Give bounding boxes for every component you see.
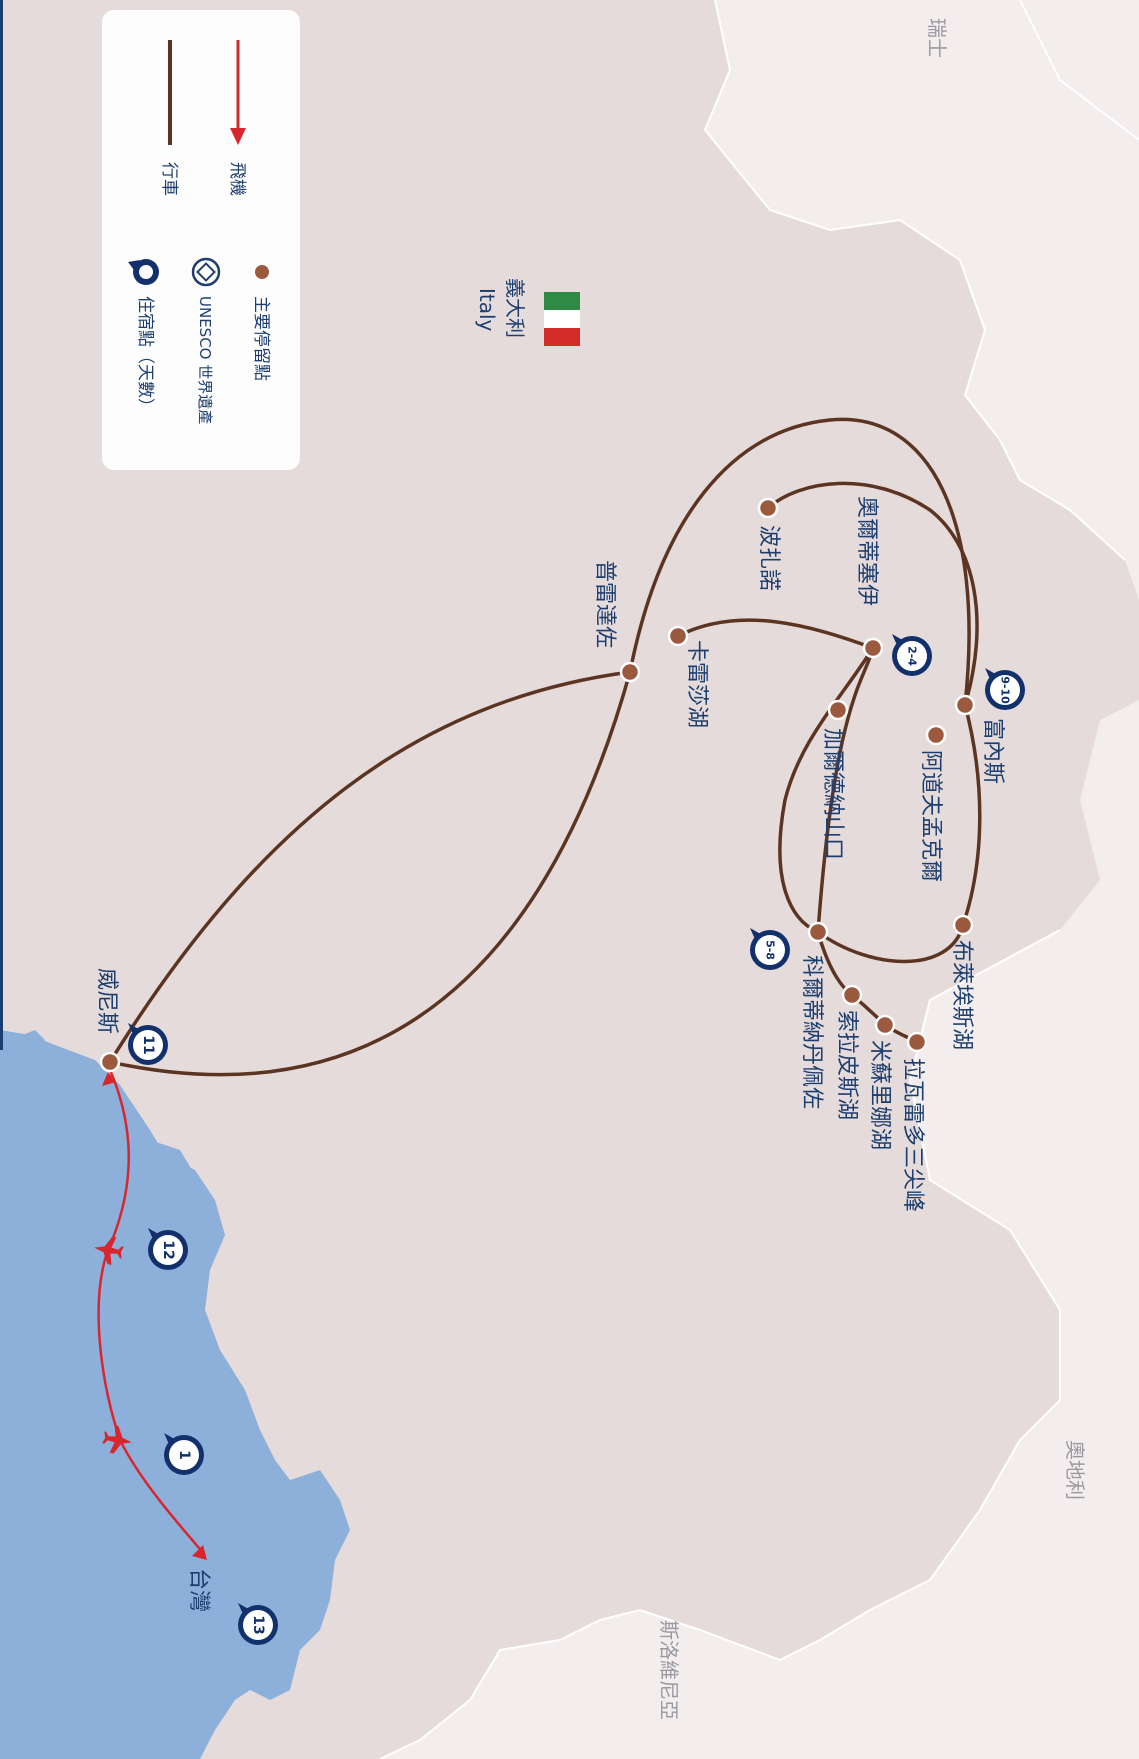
legend-stay-label: 住宿點（天數） [135,296,155,415]
country-austria: 奧地利 [1063,1440,1087,1500]
slovenia-land [380,1610,780,1759]
stop-dot-icon [253,263,271,281]
istria-coast [10,1030,45,1055]
label-predazzo: 普雷達佐 [592,560,617,648]
border-line [1019,0,1139,141]
italy-flag-icon [544,292,580,346]
stay-pin-label: 9-10 [999,676,1012,704]
plane-icon [102,1425,132,1454]
label-gardena-pass: 加爾德納山口 [820,728,845,860]
stay-pin-label: 11 [140,1035,156,1054]
stop-dot-lake-misurina [874,1014,896,1036]
stop-dot-lake-carezza [667,625,689,647]
stay-pin-day13: 13 [238,1603,278,1645]
label-tre-cime: 拉瓦雷多三尖峰 [900,1058,925,1212]
legend-stop-label: 主要停留點 [251,296,271,381]
label-funes: 富內斯 [980,718,1005,784]
border-line [703,0,1126,561]
route-flight [97,1069,206,1556]
stop-dot-bolzano [757,497,779,519]
label-venice: 威尼斯 [94,968,119,1034]
label-bolzano: 波扎諾 [756,525,781,591]
red-arrowhead-icon [102,1072,116,1086]
stop-dot-predazzo [619,661,641,683]
route-drive [676,618,875,650]
stay-pin-label: 12 [160,1240,176,1259]
legend-unesco-label: UNESCO 世界遺產 [196,296,214,424]
legend-drive-label: 行車 [159,162,179,196]
label-lake-braies: 布萊埃斯湖 [949,940,974,1050]
country-italy-zh: 義大利 [503,278,527,338]
label-taiwan: 台灣 [186,1568,211,1612]
stay-pin-day12: 12 [148,1228,188,1270]
unesco-heritage-icon [191,257,221,287]
stop-dot-venice [99,1051,121,1073]
label-lake-sorapis: 索拉皮斯湖 [834,1010,859,1120]
label-adolf-munkel: 阿道夫孟克爾 [918,750,943,882]
venice-lagoon [150,1140,195,1200]
route-drive [108,670,632,1064]
stay-pin-day5_8: 5-8 [750,928,790,970]
stop-dot-tre-cime [906,1031,928,1053]
route-drive [778,646,875,935]
stop-dot-funes [954,694,976,716]
route-drive [108,417,971,1077]
page-edge [0,0,3,1050]
adriatic-sea [0,1030,350,1759]
route-drive [816,930,919,1044]
stay-pin-day2_4: 2-4 [892,634,932,676]
stay-pin-label: 1 [176,1450,192,1460]
stop-dot-ortisei [862,637,884,659]
country-switzerland: 瑞士 [925,18,949,58]
stay-pin-day11: 11 [128,1023,168,1065]
stop-dot-gardena-pass [827,699,849,721]
country-italy-en: Italy [475,288,499,332]
route-drive [766,481,979,707]
stop-dot-adolf-munkel [925,724,947,746]
label-ortisei: 奧爾蒂塞伊 [854,496,879,606]
plane-icon [94,1236,124,1265]
stop-dot-cortina [807,921,829,943]
red-arrowhead-icon [192,1545,207,1560]
stop-dot-lake-sorapis [841,984,863,1006]
stop-dot-lake-braies [952,914,974,936]
country-slovenia: 斯洛維尼亞 [657,1620,681,1720]
legend-flight-label: 飛機 [227,162,247,196]
pin-icon [128,259,159,285]
stay-pin-label: 2-4 [906,646,919,666]
stay-pin-day1: 1 [164,1433,204,1475]
label-cortina: 科爾蒂納丹佩佐 [799,955,824,1109]
label-lake-misurina: 米蘇里娜湖 [867,1040,892,1150]
red-arrowhead-icon [230,128,246,145]
stay-pin-label: 13 [250,1615,266,1634]
stay-pin-label: 5-8 [764,940,777,960]
label-lake-carezza: 卡雷莎湖 [684,640,709,728]
border-line [379,929,1061,1759]
legend: 飛機 行車 主要停留點 UNESCO 世界遺產 住宿點（天數） [102,10,300,470]
stay-pin-day9_10: 9-10 [985,668,1025,710]
